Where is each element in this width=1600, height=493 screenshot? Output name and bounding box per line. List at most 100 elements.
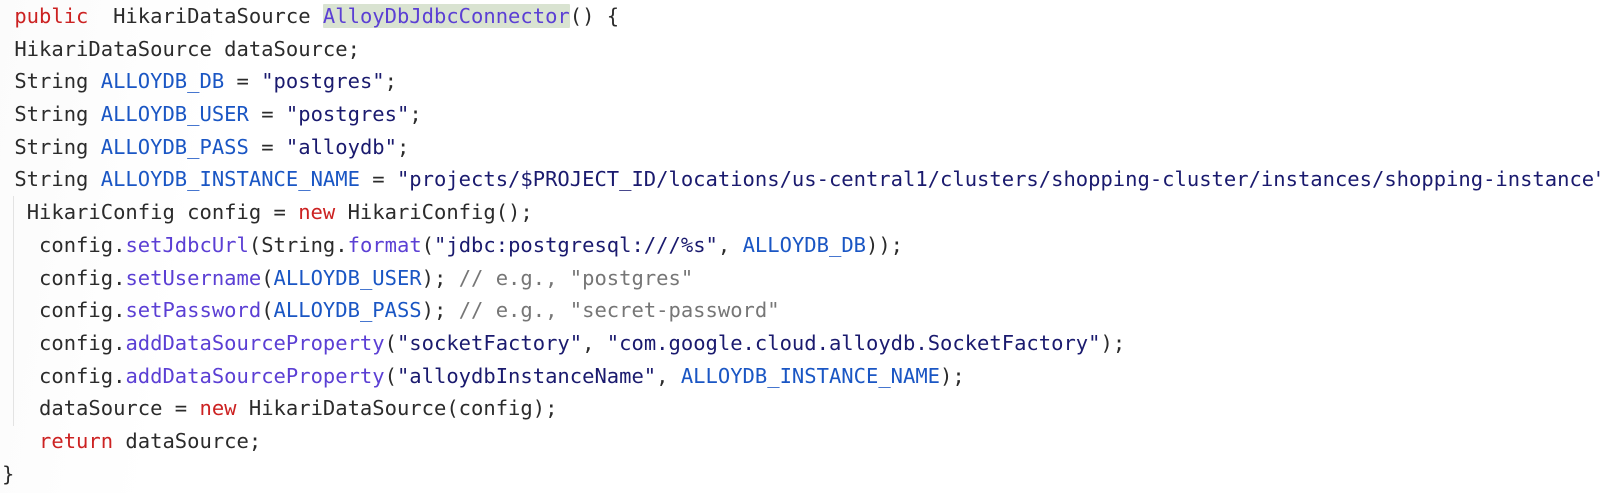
- code-token-punct: ,: [582, 330, 607, 355]
- code-token-var: ALLOYDB_USER: [100, 102, 249, 127]
- code-indent: [2, 37, 14, 61]
- code-token-plain: =: [359, 167, 397, 192]
- code-line[interactable]: config.addDataSourceProperty("alloydbIns…: [0, 360, 1600, 393]
- code-token-kw: new: [298, 200, 336, 225]
- code-token-str: "alloydb": [285, 134, 397, 159]
- code-indent: [2, 364, 39, 388]
- code-token-plain: [88, 4, 113, 28]
- code-indent: [2, 102, 14, 126]
- code-token-plain: config.: [39, 330, 126, 355]
- indent-guide: [13, 196, 14, 426]
- code-line[interactable]: String ALLOYDB_INSTANCE_NAME = "projects…: [0, 163, 1600, 196]
- code-token-plain: HikariDataSource dataSource;: [14, 36, 360, 61]
- code-token-method: addDataSourceProperty: [125, 330, 385, 355]
- code-token-method: setUsername: [125, 265, 262, 290]
- code-token-plain: String: [14, 134, 101, 159]
- code-indent: [2, 331, 39, 355]
- code-line[interactable]: config.addDataSourceProperty("socketFact…: [0, 327, 1600, 360]
- code-token-str: "socketFactory": [396, 330, 583, 355]
- code-token-punct: (: [261, 298, 274, 323]
- code-token-type: HikariDataSource: [113, 4, 311, 28]
- code-token-punct: ,: [656, 363, 681, 388]
- code-token-punct: (: [384, 363, 397, 388]
- code-token-kw: return: [39, 428, 114, 453]
- code-token-punct: (: [421, 232, 435, 257]
- code-line[interactable]: public HikariDataSource AlloyDbJdbcConne…: [0, 0, 1600, 33]
- code-indent: [2, 396, 39, 420]
- code-line[interactable]: config.setUsername(ALLOYDB_USER); // e.g…: [0, 262, 1600, 295]
- code-token-var: ALLOYDB_PASS: [273, 298, 422, 323]
- code-indent: [2, 200, 27, 224]
- code-token-plain: config.: [39, 265, 126, 290]
- code-line[interactable]: String ALLOYDB_USER = "postgres";: [0, 98, 1600, 131]
- code-token-punct: );: [940, 363, 965, 388]
- code-token-plain: String: [14, 69, 101, 94]
- code-token-plain: =: [248, 102, 286, 127]
- code-line[interactable]: return dataSource;: [0, 425, 1600, 458]
- code-token-punct: );: [421, 265, 459, 290]
- code-token-plain: config.: [39, 363, 126, 388]
- code-token-punct: );: [1100, 330, 1126, 355]
- code-token-decl-hl: AlloyDbJdbcConnector: [322, 4, 570, 28]
- code-indent: [2, 135, 14, 159]
- code-token-punct: ;: [396, 134, 410, 159]
- code-token-kw: new: [199, 396, 237, 421]
- code-token-str: "projects/$PROJECT_ID/locations/us-centr…: [396, 167, 1600, 192]
- code-indent: [2, 233, 39, 257]
- code-token-plain: [311, 4, 323, 28]
- code-token-var: ALLOYDB_USER: [273, 265, 422, 290]
- code-token-var: ALLOYDB_INSTANCE_NAME: [680, 363, 941, 388]
- code-token-comment: // e.g., "secret-password": [458, 298, 780, 323]
- code-token-plain: config.: [39, 298, 126, 323]
- code-indent: [2, 4, 14, 28]
- code-token-plain: config.: [39, 232, 126, 257]
- code-indent: [2, 266, 39, 290]
- code-token-plain: (String.: [248, 232, 348, 257]
- code-token-str: "jdbc:postgresql:///%s": [434, 232, 718, 257]
- code-token-punct: }: [2, 461, 15, 486]
- code-token-punct: ,: [717, 232, 743, 257]
- code-line[interactable]: HikariDataSource dataSource;: [0, 33, 1600, 66]
- code-token-method: format: [347, 232, 422, 257]
- code-token-plain: HikariDataSource(config);: [236, 396, 558, 421]
- code-token-str: "alloydbInstanceName": [396, 363, 657, 388]
- code-token-method: setPassword: [125, 298, 262, 323]
- code-indent: [2, 69, 14, 93]
- code-token-plain: dataSource;: [113, 428, 262, 453]
- code-token-punct: () {: [569, 4, 620, 28]
- code-token-kw: public: [14, 4, 89, 28]
- code-line[interactable]: HikariConfig config = new HikariConfig()…: [0, 196, 1600, 229]
- code-token-str: "com.google.cloud.alloydb.SocketFactory": [606, 330, 1101, 355]
- code-token-punct: (: [384, 330, 397, 355]
- code-line[interactable]: String ALLOYDB_PASS = "alloydb";: [0, 131, 1600, 164]
- code-token-comment: // e.g., "postgres": [458, 265, 694, 290]
- code-line[interactable]: config.setJdbcUrl(String.format("jdbc:po…: [0, 229, 1600, 262]
- code-token-punct: ));: [866, 232, 904, 257]
- code-indent: [2, 298, 39, 322]
- code-token-punct: (: [261, 265, 274, 290]
- code-token-var: ALLOYDB_PASS: [100, 134, 249, 159]
- code-indent: [2, 167, 14, 191]
- code-token-punct: ;: [384, 69, 397, 94]
- code-token-plain: String: [14, 167, 101, 192]
- code-line[interactable]: dataSource = new HikariDataSource(config…: [0, 392, 1600, 425]
- code-token-plain: HikariConfig config =: [26, 200, 299, 225]
- code-token-plain: =: [224, 69, 262, 94]
- code-token-plain: =: [248, 134, 286, 159]
- code-token-method: addDataSourceProperty: [125, 363, 385, 388]
- code-token-punct: ;: [409, 102, 422, 127]
- code-line[interactable]: config.setPassword(ALLOYDB_PASS); // e.g…: [0, 294, 1600, 327]
- code-line[interactable]: }: [0, 458, 1600, 491]
- code-token-plain: String: [14, 102, 101, 127]
- code-token-punct: );: [421, 298, 459, 323]
- code-token-var: ALLOYDB_INSTANCE_NAME: [100, 167, 360, 192]
- code-token-method: setJdbcUrl: [125, 232, 249, 257]
- code-token-plain: HikariConfig();: [335, 200, 533, 225]
- code-line[interactable]: String ALLOYDB_DB = "postgres";: [0, 65, 1600, 98]
- code-token-var: ALLOYDB_DB: [100, 69, 225, 94]
- code-token-plain: dataSource =: [39, 396, 200, 421]
- code-indent: [2, 429, 39, 453]
- code-token-var: ALLOYDB_DB: [742, 232, 866, 257]
